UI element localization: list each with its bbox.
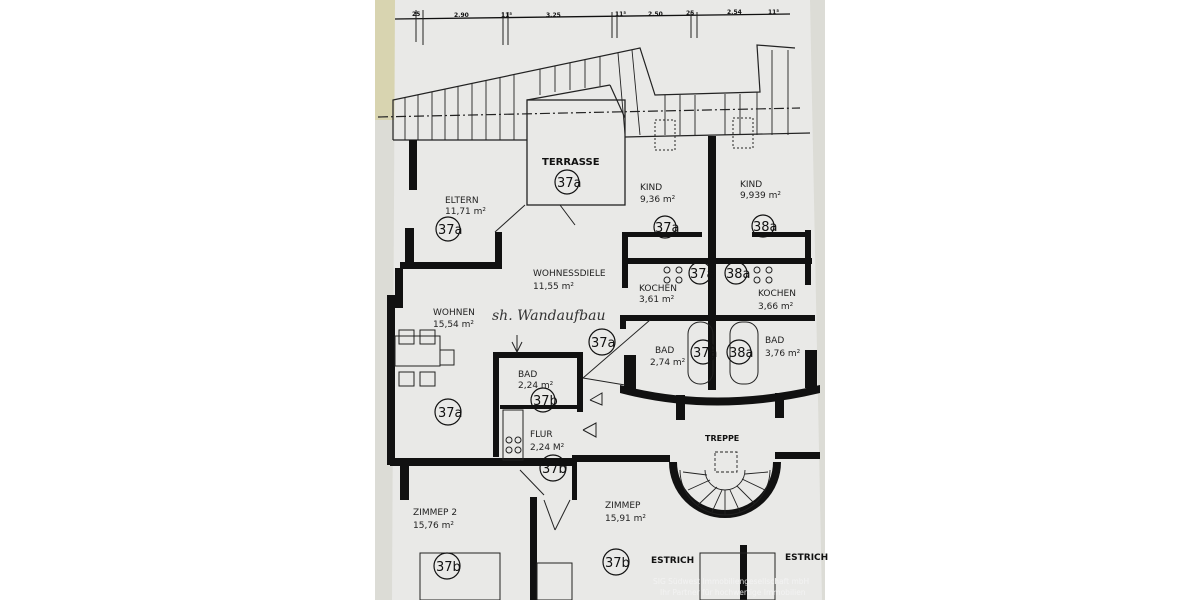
dim-label: 2.50 (648, 11, 663, 18)
room-label-kind: KIND (740, 180, 762, 190)
dim-label: 11⁵ (768, 9, 779, 16)
room-label-kochen: KOCHEN (758, 289, 796, 299)
yellow-strip (375, 0, 397, 120)
room-label-bad: BAD (518, 370, 537, 380)
room-area-bad: 2,74 m² (650, 358, 686, 368)
walls (387, 136, 820, 600)
dim-label: 2.90 (454, 12, 469, 19)
unit-tag: 37a (438, 223, 463, 238)
room-area-kochen: 3,61 m² (639, 295, 675, 305)
room-area-zimmer-2: 15,76 m² (413, 521, 454, 531)
unit-tag: 38a (729, 346, 754, 361)
dim-label: 2.54 (727, 9, 742, 16)
unit-tag: 38a (726, 267, 751, 282)
unit-tag: 37a (591, 336, 616, 351)
unit-tag: 37a (655, 221, 680, 236)
watermark-line-1: SIG Südwest Immobiliengesellschaft mbH (653, 577, 809, 586)
room-label-zimmer-2: ZIMMEP 2 (413, 508, 457, 518)
unit-tag: 37b (542, 462, 567, 477)
unit-tag: 37b (533, 394, 558, 409)
room-area-bad: 2,24 m² (518, 381, 554, 391)
room-label-zimmer: ZIMMEP (605, 501, 641, 511)
room-area-wohnessdiele: 11,55 m² (533, 282, 574, 292)
room-area-flur: 2,24 M² (530, 443, 565, 453)
room-label-flur: FLUR (530, 430, 553, 440)
unit-tag: 37b (436, 560, 461, 575)
dim-label: 25 (412, 11, 420, 18)
furniture (394, 117, 776, 600)
dimension-line: 25 2.90 11⁵ 3.25 11⁵ 2.50 25 2.54 11⁵ (394, 9, 791, 45)
room-label-eltern: ELTERN (445, 196, 479, 206)
room-area-kochen: 3,66 m² (758, 302, 794, 312)
unit-tag: 37a (557, 176, 582, 191)
unit-tag: 38a (753, 220, 778, 235)
dim-label: 25 (686, 10, 694, 17)
room-label-estrich: ESTRICH (651, 556, 694, 566)
unit-tag-circles (433, 169, 775, 580)
watermark-line-2: Ihr Partner für hochwertige Immobilien (660, 588, 806, 597)
room-label-treppe: TREPPE (705, 434, 739, 443)
dim-label: 3.25 (546, 12, 561, 19)
room-label-estrich: ESTRICH (785, 553, 828, 563)
terrasse-outline (526, 99, 626, 206)
room-area-bad: 3,76 m² (765, 349, 801, 359)
room-label-kind: KIND (640, 183, 662, 193)
room-area-zimmer: 15,91 m² (605, 514, 646, 524)
room-label-bad: BAD (655, 346, 674, 356)
room-label-terrasse: TERRASSE (542, 157, 600, 168)
room-label-bad: BAD (765, 336, 784, 346)
unit-tag: 37a (438, 406, 463, 421)
handwritten-annotation: sh. Wandaufbau (492, 308, 605, 324)
room-label-wohnessdiele: WOHNESSDIELE (533, 269, 606, 279)
room-area-kind: 9,939 m² (740, 191, 781, 201)
room-area-wohnen: 15,54 m² (433, 320, 474, 330)
room-label-wohnen: WOHNEN (433, 308, 475, 318)
room-area-eltern: 11,71 m² (445, 207, 486, 217)
dim-label: 11⁵ (615, 11, 626, 18)
dim-label: 11⁵ (501, 12, 512, 19)
stair (679, 451, 771, 516)
unit-tag: 37a (690, 267, 715, 282)
unit-tag: 37a (693, 346, 718, 361)
room-area-kind: 9,36 m² (640, 195, 676, 205)
room-label-kochen: KOCHEN (639, 284, 677, 294)
unit-tag: 37b (605, 556, 630, 571)
roof-hatching (377, 44, 811, 141)
